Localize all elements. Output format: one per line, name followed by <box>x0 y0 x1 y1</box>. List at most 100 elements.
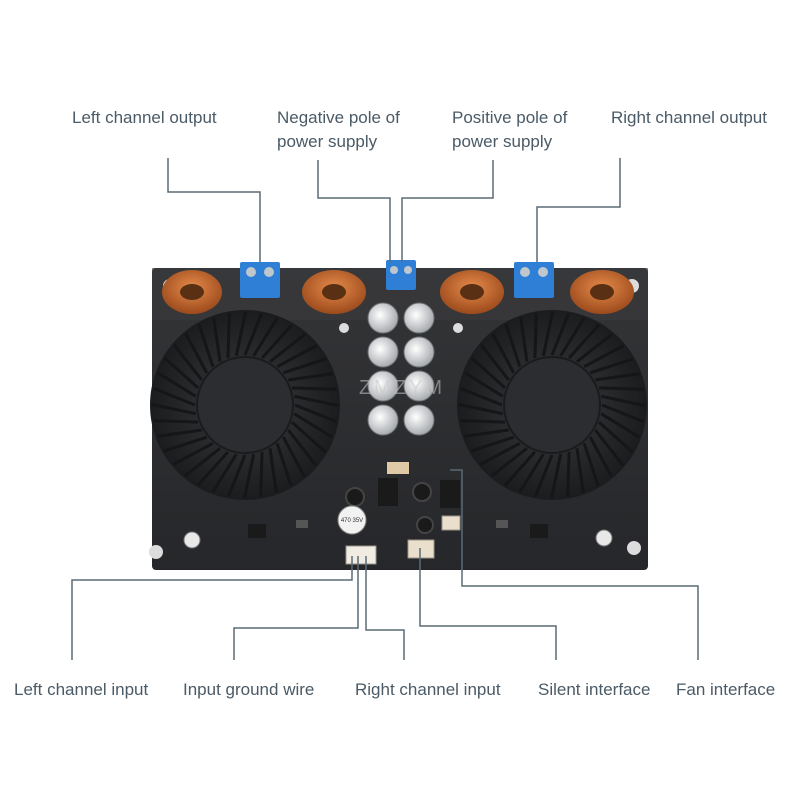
heatsink-fin <box>491 332 516 374</box>
electrolytic-capacitor <box>403 302 435 334</box>
mounting-hole <box>453 323 463 333</box>
heatsink-fin <box>252 316 279 357</box>
electrolytic-capacitor <box>367 302 399 334</box>
heatsink-fin <box>260 323 294 360</box>
heatsink-fin <box>163 356 200 390</box>
leader-input-ground-wire <box>233 556 359 660</box>
heatsink-fin <box>598 386 644 391</box>
heatsink-fin <box>291 386 337 391</box>
heatsink-fin <box>234 311 247 357</box>
heatsink-fin <box>183 447 221 478</box>
heatsink-fin <box>282 357 327 375</box>
leader-left-channel-output <box>167 158 261 262</box>
heatsink-fin <box>470 356 507 390</box>
heatsink-fin <box>503 450 537 487</box>
label-negative-pole: Negative pole of power supply <box>277 108 400 151</box>
heatsink-fin <box>288 372 333 382</box>
main-filter-capacitor <box>337 505 367 535</box>
heatsink-fin <box>519 317 529 362</box>
heatsink-fin <box>458 403 504 416</box>
electrolytic-capacitor <box>367 404 399 436</box>
fan-interface-connector <box>441 515 461 531</box>
right-input-components <box>496 520 613 547</box>
left-output-terminal <box>240 262 280 298</box>
heatsink-fin <box>269 332 307 363</box>
heatsink-fin <box>226 313 231 359</box>
heatsink-fin <box>163 435 208 453</box>
heatsink-fin <box>276 344 318 369</box>
right-output-terminal <box>514 262 554 298</box>
capacitor-marking: 470 35V <box>341 518 363 524</box>
label-left-channel-input: Left channel input <box>14 680 149 699</box>
heatsink-fin <box>588 436 613 478</box>
heatsink-fin <box>287 429 318 467</box>
heatsink-fin <box>459 386 503 407</box>
electrolytic-capacitor <box>367 370 399 402</box>
heatsink-fin <box>575 448 585 493</box>
heatsink-fin <box>479 441 521 466</box>
leader-left-channel-input <box>71 556 353 660</box>
label-right-channel-output: Right channel output <box>611 108 767 127</box>
heatsink-fin <box>460 419 506 424</box>
leader-positive-pole <box>401 160 494 262</box>
leader-right-channel-input <box>365 556 405 660</box>
heatsink-fin <box>600 412 641 439</box>
heatsink-fin <box>172 343 203 381</box>
heatsink-fin <box>275 442 293 487</box>
heatsink-fin <box>259 451 264 497</box>
heatsink-fin <box>550 453 563 499</box>
heatsink-fin <box>541 311 554 357</box>
right-heatsink <box>457 310 647 500</box>
heatsink-fin <box>601 403 645 424</box>
leader-negative-pole <box>317 160 391 262</box>
power-supply-terminal <box>386 260 416 290</box>
heatsink-fin <box>243 312 264 356</box>
heatsink-fin <box>153 419 199 424</box>
heatsink-fin <box>156 371 197 398</box>
heatsink-fin <box>463 371 504 398</box>
heatsink-fin <box>518 453 545 494</box>
input-section-components <box>345 462 460 534</box>
toroid-coil-left-1 <box>162 270 222 314</box>
heatsink-fin <box>589 357 634 375</box>
label-input-ground-wire: Input ground wire <box>183 680 315 699</box>
label-left-channel-output: Left channel output <box>72 108 217 127</box>
mounting-hole <box>627 541 641 555</box>
heatsink-fin <box>576 332 614 363</box>
toroid-coil-right-1 <box>440 270 504 314</box>
input-connector <box>345 545 377 565</box>
left-input-components <box>183 520 308 549</box>
leader-silent-interface <box>419 548 557 660</box>
heatsink-fin <box>293 394 339 407</box>
heatsink-fin <box>464 428 509 438</box>
heatsink-fin <box>151 403 197 416</box>
electrolytic-capacitor <box>403 336 435 368</box>
heatsink-fin <box>152 386 196 407</box>
electrolytic-capacitor <box>367 336 399 368</box>
heatsink-fin <box>196 450 230 487</box>
heatsink-fin <box>243 453 256 499</box>
label-positive-pole: Positive pole of power supply <box>452 108 568 151</box>
heatsink-fin <box>293 412 334 439</box>
heatsink-fin <box>533 313 538 359</box>
mounting-hole <box>339 323 349 333</box>
heatsink-fin <box>594 429 625 467</box>
leader-fan-interface <box>450 469 699 660</box>
leader-right-channel-output <box>536 158 621 262</box>
heatsink-fin <box>157 428 202 438</box>
heatsink-fin <box>533 454 554 498</box>
heatsink-fin <box>566 451 571 497</box>
heatsink-fin <box>211 453 238 494</box>
filter-capacitor-bank <box>367 302 435 436</box>
heatsink-fin <box>550 312 571 356</box>
label-silent-interface: Silent interface <box>538 680 651 699</box>
heatsink-fin <box>583 344 625 369</box>
brand-watermark: ZMZYM <box>359 377 445 399</box>
heatsink-fin <box>172 441 214 466</box>
heatsink-fin <box>294 403 338 424</box>
heatsink-fin <box>490 447 528 478</box>
heatsink-fin <box>226 454 247 498</box>
heatsink-fin <box>268 448 278 493</box>
heatsink-fin <box>582 442 600 487</box>
